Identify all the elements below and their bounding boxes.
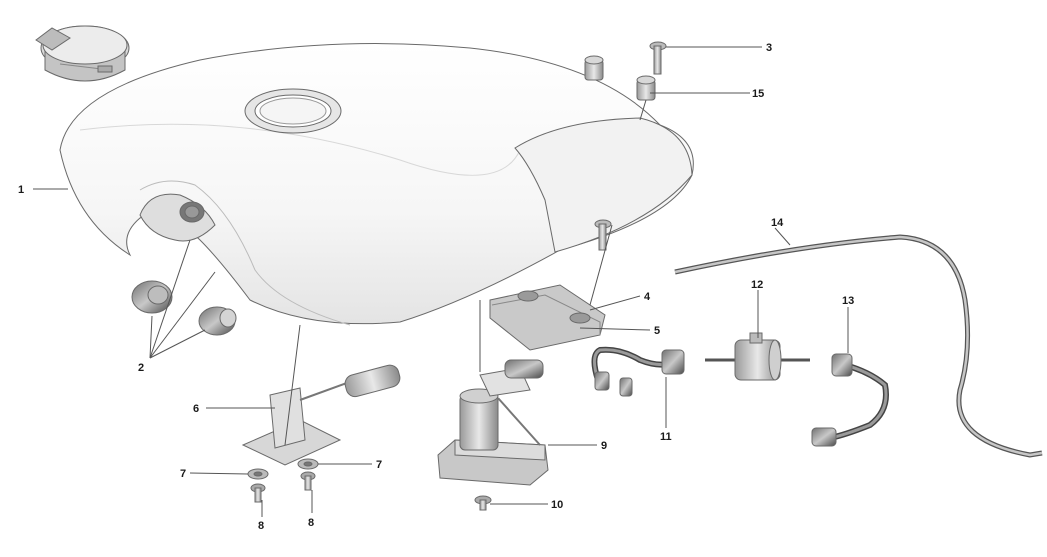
- callout-7: 7: [376, 459, 382, 471]
- callout-12: 12: [751, 279, 763, 291]
- callout-8: 8: [258, 520, 264, 532]
- callout-10: 10: [551, 499, 563, 511]
- callout-7: 7: [180, 468, 186, 480]
- screw-and-spacer-set: [584, 41, 667, 251]
- callout-5: 5: [654, 325, 660, 337]
- callout-13: 13: [842, 295, 854, 307]
- callout-8: 8: [308, 517, 314, 529]
- filler-neck: [244, 88, 342, 134]
- breather-pipe: [674, 234, 1043, 458]
- fuel-level-sender: [241, 364, 401, 466]
- fuel-hose-13: [811, 353, 889, 447]
- pump-screw: [474, 495, 492, 511]
- fuel-pump: [437, 359, 549, 486]
- callout-14: 14: [771, 217, 784, 229]
- callout-6: 6: [193, 403, 199, 415]
- callout-4: 4: [644, 291, 651, 303]
- fuel-cap: [35, 25, 130, 82]
- callout-labels: 1 2 3 4 5 6 7 7 8 8 9 10 11 12 13 14 15: [18, 42, 854, 532]
- callout-3: 3: [766, 42, 772, 54]
- fuel-hose-11: [591, 346, 685, 397]
- callout-11: 11: [660, 431, 672, 443]
- callout-2: 2: [138, 362, 144, 374]
- rubber-pad: [489, 284, 606, 351]
- callout-15: 15: [752, 88, 764, 100]
- washers-and-screws: [247, 458, 319, 503]
- rubber-bushing: [131, 280, 237, 336]
- callout-1: 1: [18, 184, 24, 196]
- callout-9: 9: [601, 440, 607, 452]
- fuel-tank: [59, 43, 694, 326]
- leader-lines: [33, 46, 849, 517]
- fuel-filter: [705, 332, 810, 381]
